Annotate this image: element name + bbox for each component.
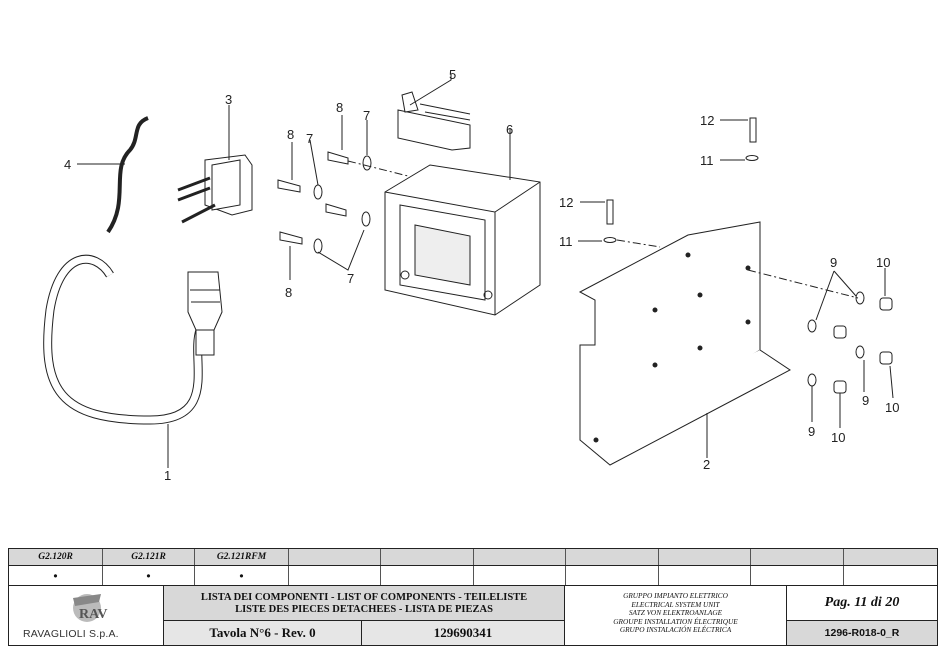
callout-7b: 7 (306, 131, 313, 146)
model-mark: • (9, 566, 103, 585)
company-logo-box: RAV RAVAGLIOLI S.p.A. (9, 586, 164, 645)
socket (177, 154, 253, 224)
empty-cell (381, 566, 474, 585)
callout-10b: 10 (885, 400, 899, 415)
title-block: G2.120R G2.121R G2.121RFM • • • RAV RAVA… (8, 548, 938, 646)
group-line: GRUPO INSTALACIÓN ELÉCTRICA (619, 625, 732, 635)
wire (106, 116, 149, 234)
callout-8b: 8 (287, 127, 294, 142)
model-mark-row: • • • (9, 566, 937, 586)
callout-9b: 9 (862, 393, 869, 408)
group-line: GROUPE INSTALLATION ÉLECTRIQUE (613, 616, 738, 626)
empty-cell (474, 549, 566, 565)
empty-cell (844, 549, 937, 565)
company-name: RAVAGLIOLI S.p.A. (23, 628, 119, 640)
power-cord (43, 254, 223, 425)
group-line: ELECTRICAL SYSTEM UNIT (631, 599, 720, 609)
empty-cell (844, 566, 937, 585)
page-number: Pag. 11 di 20 (787, 586, 937, 621)
model-header-row: G2.120R G2.121R G2.121RFM (9, 549, 937, 566)
screws-washers (277, 151, 372, 254)
empty-cell (751, 549, 844, 565)
callout-2: 2 (703, 457, 710, 472)
exploded-parts-drawing: 1 2 3 4 5 6 7 7 7 8 8 8 9 9 9 10 10 10 1… (43, 67, 899, 483)
callout-9c: 9 (808, 424, 815, 439)
empty-cell (474, 566, 566, 585)
list-title-line: LISTE DES PIECES DETACHEES - LISTA DE PI… (235, 604, 493, 615)
callout-7a: 7 (363, 108, 370, 123)
component-list-title: LISTA DEI COMPONENTI - LIST OF COMPONENT… (164, 588, 564, 621)
component-list-box: LISTA DEI COMPONENTI - LIST OF COMPONENT… (164, 586, 564, 645)
callout-11a: 11 (700, 153, 714, 168)
callout-3: 3 (225, 92, 232, 107)
callout-12a: 12 (700, 113, 714, 128)
nuts-washers (807, 291, 893, 394)
mounting-bracket (578, 221, 791, 466)
leader-lines (77, 74, 894, 468)
model-cell: G2.121RFM (195, 549, 289, 565)
callout-4: 4 (64, 157, 71, 172)
ravaglioli-logo-icon: RAV (73, 594, 108, 622)
empty-cell (659, 549, 751, 565)
callout-9a: 9 (830, 255, 837, 270)
svg-text:RAV: RAV (79, 607, 108, 622)
empty-cell (659, 566, 751, 585)
transformer (384, 164, 541, 316)
callout-labels: 1 2 3 4 5 6 7 7 7 8 8 8 9 9 9 10 10 10 1… (64, 67, 899, 483)
empty-cell (566, 566, 659, 585)
empty-cell (751, 566, 844, 585)
group-line: SATZ VON ELEKTROANLAGE (628, 608, 723, 618)
callout-12b: 12 (559, 195, 573, 210)
model-cell: G2.121R (103, 549, 195, 565)
empty-cell (289, 549, 381, 565)
callout-10c: 10 (831, 430, 845, 445)
assembly-axes (347, 160, 859, 299)
callout-8c: 8 (285, 285, 292, 300)
callout-10a: 10 (876, 255, 890, 270)
document-number: 1296-R018-0_R (787, 621, 937, 645)
model-mark: • (195, 566, 289, 585)
empty-cell (566, 549, 659, 565)
callout-11b: 11 (559, 234, 573, 249)
group-description: GRUPPO IMPIANTO ELETTRICO ELECTRICAL SYS… (564, 586, 787, 645)
group-line: GRUPPO IMPIANTO ELETTRICO (623, 591, 728, 600)
model-cell: G2.120R (9, 549, 103, 565)
callout-5: 5 (449, 67, 456, 82)
empty-cell (381, 549, 474, 565)
callout-1: 1 (164, 468, 171, 483)
callout-7c: 7 (347, 271, 354, 286)
table-number: Tavola N°6 - Rev. 0 (164, 621, 362, 645)
small-screws (603, 117, 759, 243)
callout-8a: 8 (336, 100, 343, 115)
model-mark: • (103, 566, 195, 585)
list-title-line: LISTA DEI COMPONENTI - LIST OF COMPONENT… (200, 592, 528, 603)
empty-cell (289, 566, 381, 585)
terminal-block (397, 91, 471, 151)
part-code: 129690341 (362, 621, 564, 645)
callout-6: 6 (506, 122, 513, 137)
